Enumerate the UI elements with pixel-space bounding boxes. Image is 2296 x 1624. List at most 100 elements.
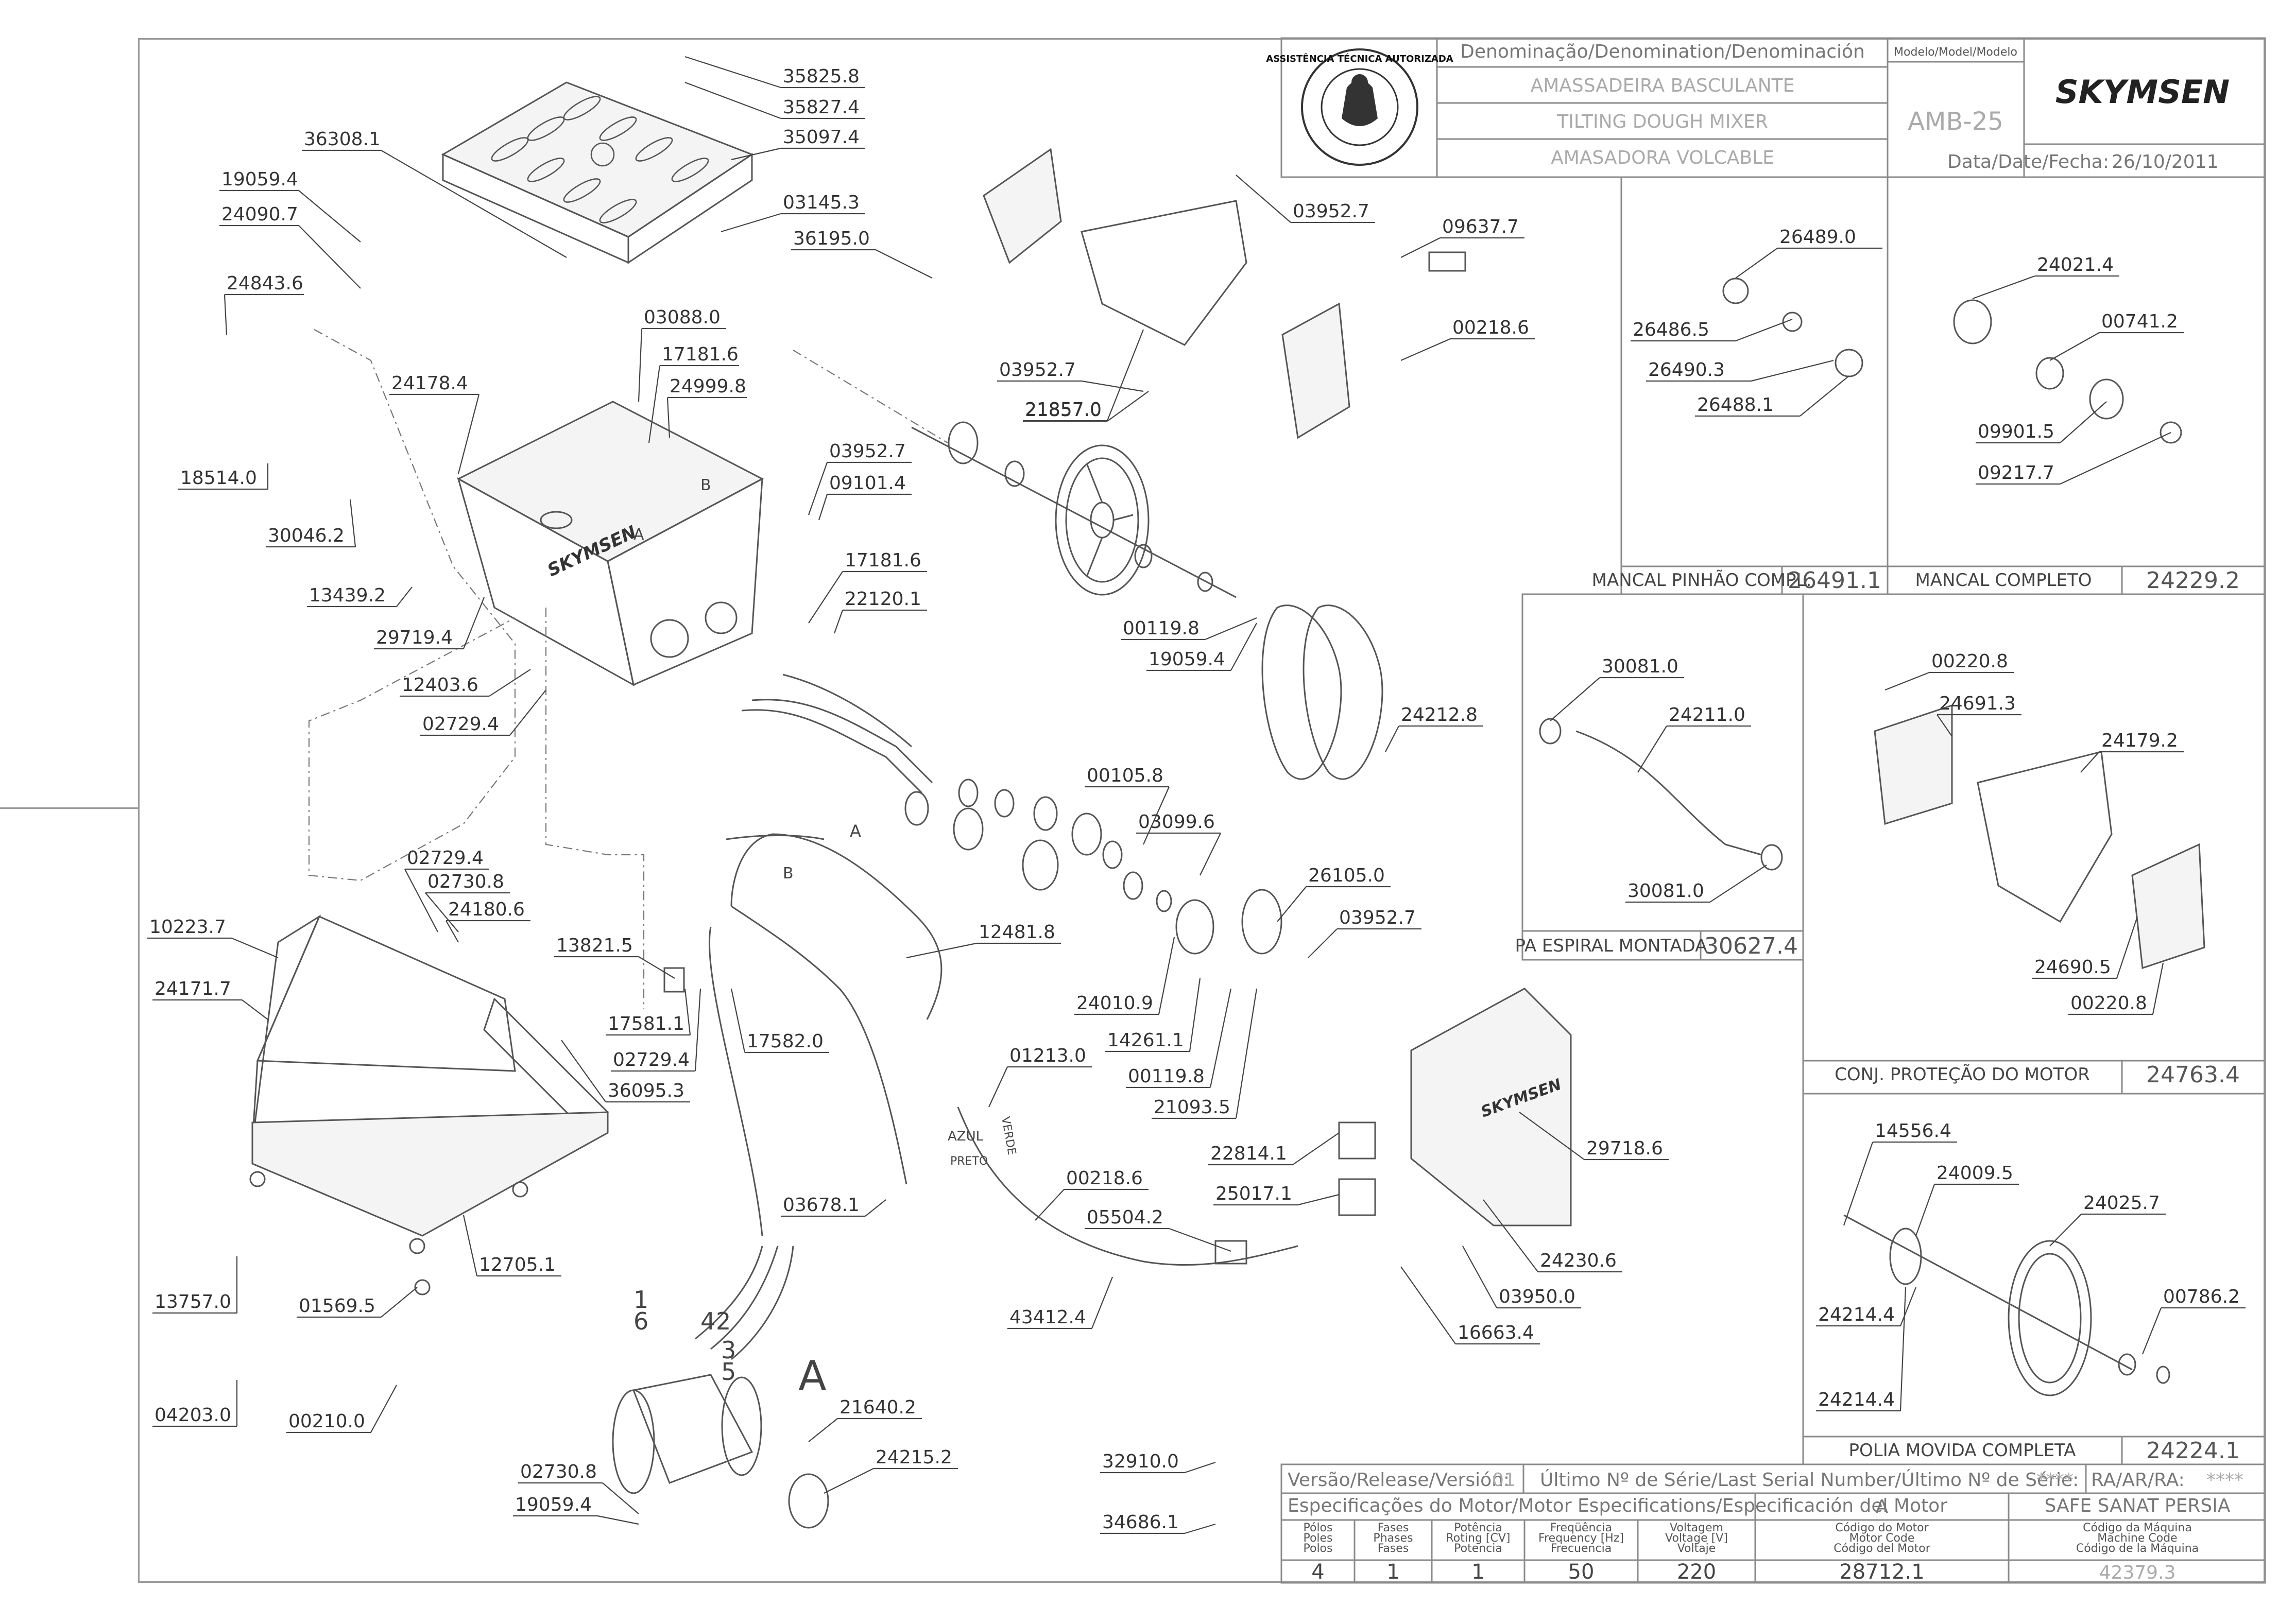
callout-78: 00741.2 bbox=[2049, 311, 2184, 361]
callout-4: 03145.3 bbox=[721, 192, 865, 233]
part-number-label: 16663.4 bbox=[1458, 1322, 1534, 1343]
callout-65: 04203.0 bbox=[152, 1380, 238, 1427]
spec-column-label: Pólos bbox=[1304, 1522, 1333, 1534]
callout-leader bbox=[1035, 1189, 1065, 1221]
callout-leader bbox=[381, 150, 567, 258]
callout-84: 00220.8 bbox=[1884, 651, 2014, 691]
callout-35: 03952.7 bbox=[1308, 907, 1421, 958]
callout-90: 24009.5 bbox=[1915, 1163, 2019, 1236]
callout-21: 12403.6 bbox=[400, 669, 531, 697]
name-es: AMASADORA VOLCABLE bbox=[1551, 147, 1774, 168]
callout-45: 17582.0 bbox=[730, 988, 829, 1053]
callout-28: 21857.0 bbox=[1023, 391, 1149, 422]
part-number-label: 24999.8 bbox=[670, 376, 746, 397]
callout-leader bbox=[349, 499, 356, 547]
part-number-label: 24212.8 bbox=[1401, 704, 1478, 725]
assembly-path-2 bbox=[545, 608, 645, 1009]
callout-leader bbox=[1550, 677, 1600, 721]
callout-leader bbox=[298, 225, 361, 289]
spec-column-label: Motor Code bbox=[1849, 1532, 1915, 1545]
wiring-mark: 4 bbox=[700, 1307, 715, 1335]
callout-57: 05504.2 bbox=[1085, 1207, 1231, 1252]
callout-leader bbox=[808, 1418, 838, 1442]
callout-leader bbox=[298, 190, 361, 243]
callout-50: 21093.5 bbox=[1152, 988, 1258, 1119]
motor bbox=[612, 1374, 829, 1529]
part-number-label: 34686.1 bbox=[1102, 1512, 1179, 1533]
spec-column-label: Potência bbox=[1454, 1522, 1502, 1534]
callout-leader bbox=[1937, 714, 1952, 737]
callout-leader bbox=[462, 1215, 478, 1276]
seal-text: ASSISTÊNCIA TÉCNICA AUTORIZADA bbox=[1266, 53, 1453, 64]
serial-value: **** bbox=[2036, 1470, 2074, 1491]
model-value: AMB-25 bbox=[1908, 107, 2003, 136]
callout-26: 00218.6 bbox=[1400, 317, 1535, 361]
part-number-label: 03952.7 bbox=[1293, 201, 1369, 222]
part-number-label: 03145.3 bbox=[783, 192, 860, 213]
part-number-label: 13439.2 bbox=[309, 585, 386, 606]
callout-leader bbox=[730, 988, 746, 1053]
spec-column-label: Fases bbox=[1378, 1522, 1409, 1534]
callout-47: 24010.9 bbox=[1074, 937, 1175, 1015]
callout-32: 00105.8 bbox=[1085, 765, 1170, 845]
wiring-mark: VERDE bbox=[999, 1116, 1018, 1156]
callout-leader bbox=[1972, 275, 2035, 300]
callout-53: 29718.6 bbox=[1519, 1112, 1669, 1161]
spec-column-value: 42379.3 bbox=[2099, 1562, 2176, 1583]
spec-column-value: 28712.1 bbox=[1839, 1560, 1924, 1584]
callout-48: 14261.1 bbox=[1105, 978, 1201, 1052]
callout-leader bbox=[602, 1482, 639, 1514]
callout-12: 24178.4 bbox=[389, 373, 480, 474]
part-number-label: 01569.5 bbox=[299, 1295, 375, 1317]
motor-spec-columns: PólosPolesPolos4FasesPhasesFases1Potênci… bbox=[1303, 1522, 2199, 1584]
part-number-label: 00218.6 bbox=[1452, 317, 1529, 338]
part-callouts: 35825.835827.435097.436308.103145.336195… bbox=[147, 56, 2246, 1534]
wiring-mark: 2 bbox=[716, 1307, 731, 1335]
part-number-label: 03088.0 bbox=[644, 307, 721, 328]
part-number-label: 30081.0 bbox=[1602, 656, 1678, 677]
part-number-label: 03952.7 bbox=[1339, 907, 1416, 928]
callout-leader bbox=[648, 365, 661, 443]
callout-93: 00786.2 bbox=[2141, 1286, 2246, 1355]
spec-column-label: Roting [CV] bbox=[1446, 1532, 1511, 1545]
denomination-header: Denominação/Denomination/Denominación bbox=[1460, 41, 1865, 62]
spec-column-label: Código del Motor bbox=[1834, 1542, 1930, 1555]
spec-column-label: Frequency [Hz] bbox=[1538, 1532, 1624, 1545]
wiring-mark: AZUL bbox=[948, 1129, 984, 1144]
spec-column-value: 1 bbox=[1386, 1560, 1399, 1584]
part-number-label: 29719.4 bbox=[376, 627, 453, 648]
callout-leader bbox=[1081, 380, 1144, 392]
callout-7: 24090.7 bbox=[219, 204, 361, 289]
spec-column-value: 50 bbox=[1568, 1560, 1595, 1584]
callout-33: 03099.6 bbox=[1136, 811, 1221, 876]
spec-column-label: Phases bbox=[1373, 1532, 1413, 1545]
callout-85: 24691.3 bbox=[1937, 693, 2021, 737]
callout-49: 00119.8 bbox=[1126, 988, 1232, 1089]
part-number-label: 19059.4 bbox=[515, 1494, 592, 1515]
wiring-mark: 5 bbox=[721, 1358, 736, 1386]
part-number-label: 24178.4 bbox=[391, 373, 468, 394]
callout-16: 09101.4 bbox=[818, 473, 912, 521]
part-number-label: 02729.4 bbox=[407, 848, 484, 869]
part-number-label: 36195.0 bbox=[793, 228, 870, 249]
sheet-fold-line bbox=[0, 807, 138, 809]
callout-leader bbox=[1400, 237, 1441, 258]
part-number-label: 13821.5 bbox=[556, 935, 633, 956]
callout-leader bbox=[1158, 937, 1175, 1015]
callout-82: 24211.0 bbox=[1637, 704, 1751, 773]
callout-63: 12705.1 bbox=[462, 1215, 561, 1277]
part-number-label: 02729.4 bbox=[613, 1049, 690, 1070]
spec-column-label: Freqüência bbox=[1550, 1522, 1612, 1534]
callout-59: 03950.0 bbox=[1462, 1246, 1581, 1309]
callout-leader bbox=[224, 294, 228, 335]
part-number-label: 26490.3 bbox=[1648, 359, 1725, 381]
spec-column-value: 1 bbox=[1471, 1560, 1484, 1584]
callout-leader bbox=[1106, 329, 1144, 421]
callout-42: 12481.8 bbox=[906, 922, 1061, 959]
callout-3: 36308.1 bbox=[302, 129, 567, 258]
callout-leader bbox=[1200, 833, 1221, 876]
callout-leader bbox=[1385, 725, 1399, 752]
part-number-label: 03678.1 bbox=[783, 1195, 860, 1216]
part-number-label: 35827.4 bbox=[783, 97, 860, 118]
callout-leader bbox=[2152, 962, 2164, 1015]
